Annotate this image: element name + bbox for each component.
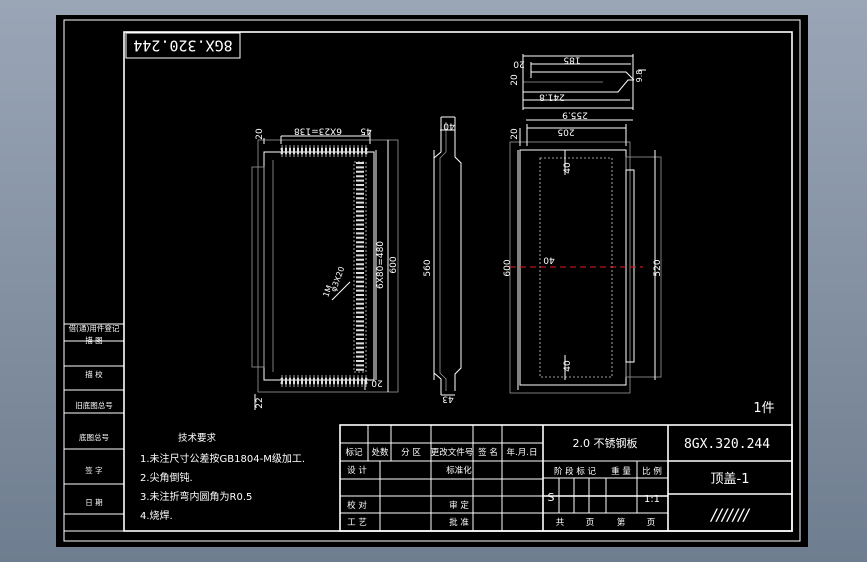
notes-line: 3.未注折弯内圆角为R0.5 (140, 490, 252, 503)
dim-label: 40 (563, 360, 573, 372)
rev-header: 年.月.日 (507, 447, 538, 458)
strip-label: 签 字 (85, 465, 102, 475)
rev-header: 更改文件号 (431, 447, 474, 458)
dim-label: 20 (371, 378, 383, 388)
role-label: 工 艺 (347, 518, 367, 528)
dim-label: 45 (360, 126, 371, 136)
dim-label: 185 (563, 55, 580, 65)
dim-label: 520 (653, 259, 663, 276)
strip-label: 描 图 (85, 335, 102, 345)
dim-label: 22 (255, 397, 265, 408)
dim-label: 560 (423, 259, 433, 276)
sheet-border-outer (63, 19, 801, 542)
sheet-label: 第 (617, 517, 626, 528)
back-view: 20 205 255.9 600 520 40 40 40 (503, 110, 663, 394)
sheet-label: 页 (647, 518, 656, 528)
dim-label: 40 (563, 162, 573, 174)
rev-header: 处数 (371, 447, 389, 458)
notes-heading: 技术要求 (178, 432, 217, 444)
rev-header: 签 名 (478, 447, 498, 458)
left-strip: 借(通)用件登记 描 图 描 校 旧底图总号 底图总号 签 字 日 期 (63, 323, 125, 532)
notes-line: 4.烧焊. (140, 509, 173, 522)
notes-line: 2.尖角倒钝. (140, 471, 193, 484)
dim-label: 40 (543, 255, 555, 265)
quantity-label: 1件 (753, 401, 774, 416)
title-block: 标记 处数 分 区 更改文件号 签 名 年.月.日 设 计 校 对 工 艺 标准… (339, 424, 793, 532)
dim-label: 205 (557, 127, 574, 137)
technical-notes: 技术要求 1.未注尺寸公差按GB1804-M级加工. 2.尖角倒钝. 3.未注折… (140, 432, 305, 522)
strip-label: 描 校 (85, 369, 103, 379)
side-view: 40 560 43 (423, 116, 462, 404)
dim-label: 20 (513, 59, 525, 69)
role-label: 设 计 (347, 465, 367, 476)
dim-label: 600 (389, 256, 399, 273)
stage-value: S (548, 491, 555, 504)
dim-label: 20 (255, 128, 265, 140)
dim-label: 6X23=138 (294, 126, 342, 136)
stamp-code: 8GX.320.244 (133, 37, 232, 55)
strip-label: 日 期 (85, 498, 102, 507)
scale-value: 1:1 (644, 494, 660, 505)
role-label: 批 准 (449, 517, 469, 528)
rev-header: 标记 (345, 447, 363, 458)
strip-label: 底图总号 (79, 432, 109, 442)
strip-label: 借(通)用件登记 (69, 323, 120, 333)
stage-header: 重 量 (611, 466, 631, 477)
dim-label: 600 (503, 259, 513, 276)
dim-label: 241.8 (539, 92, 565, 102)
sheet-background (56, 15, 808, 547)
sheet-label: 共 (556, 518, 565, 528)
material-label: 2.0 不锈钢板 (573, 436, 638, 450)
dim-label: 6X80=480 (376, 241, 386, 289)
role-label: 审 定 (449, 500, 469, 511)
dim-label: 43 (442, 394, 453, 404)
stage-header: 比 例 (642, 466, 662, 477)
dim-label: 20 (510, 74, 520, 86)
strip-label: 旧底图总号 (75, 400, 113, 410)
dim-label: 20 (510, 128, 520, 140)
role-label: 标准化 (446, 465, 472, 476)
rev-header: 分 区 (401, 448, 421, 458)
dim-label: 9.8 (635, 70, 644, 83)
notes-line: 1.未注尺寸公差按GB1804-M级加工. (140, 452, 305, 465)
drawing-name: 顶盖-1 (711, 472, 750, 487)
hatch-mark: /////// (709, 505, 750, 524)
sheet-label: 页 (586, 518, 595, 528)
drawing-code: 8GX.320.244 (684, 437, 770, 452)
stage-header: 阶 段 标 记 (554, 466, 597, 477)
profile-view: 20 185 20 241.8 9.8 (510, 54, 646, 110)
dim-label: 255.9 (562, 110, 588, 120)
dim-label: 1M (321, 284, 334, 298)
dim-label: 40 (443, 121, 455, 131)
role-label: 校 对 (347, 500, 367, 511)
stamp-box (125, 32, 241, 59)
